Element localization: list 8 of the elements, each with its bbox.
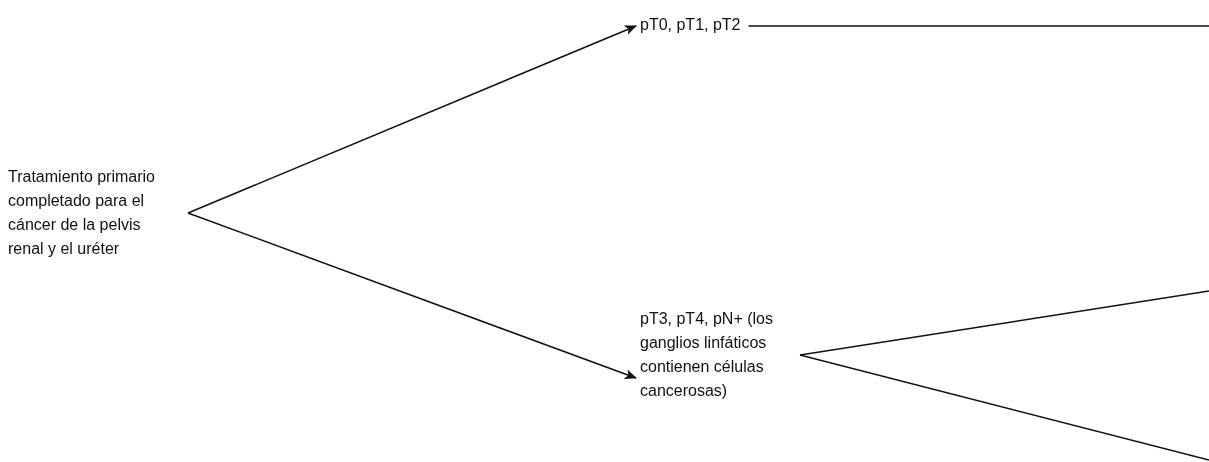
arrow [187, 25, 637, 214]
stage-label: pT3, pT4, pN+ (los ganglios linfáticos contienen células cancerosas) [640, 307, 792, 403]
process-text: Tratamiento primario completado para el cáncer de la pelvis renal y el uréter [8, 165, 180, 261]
connector-line [799, 290, 1209, 356]
connector-line [747, 25, 1209, 27]
arrow [187, 212, 637, 379]
connector-line [799, 354, 1209, 461]
stage-label: pT0, pT1, pT2 [640, 13, 741, 37]
